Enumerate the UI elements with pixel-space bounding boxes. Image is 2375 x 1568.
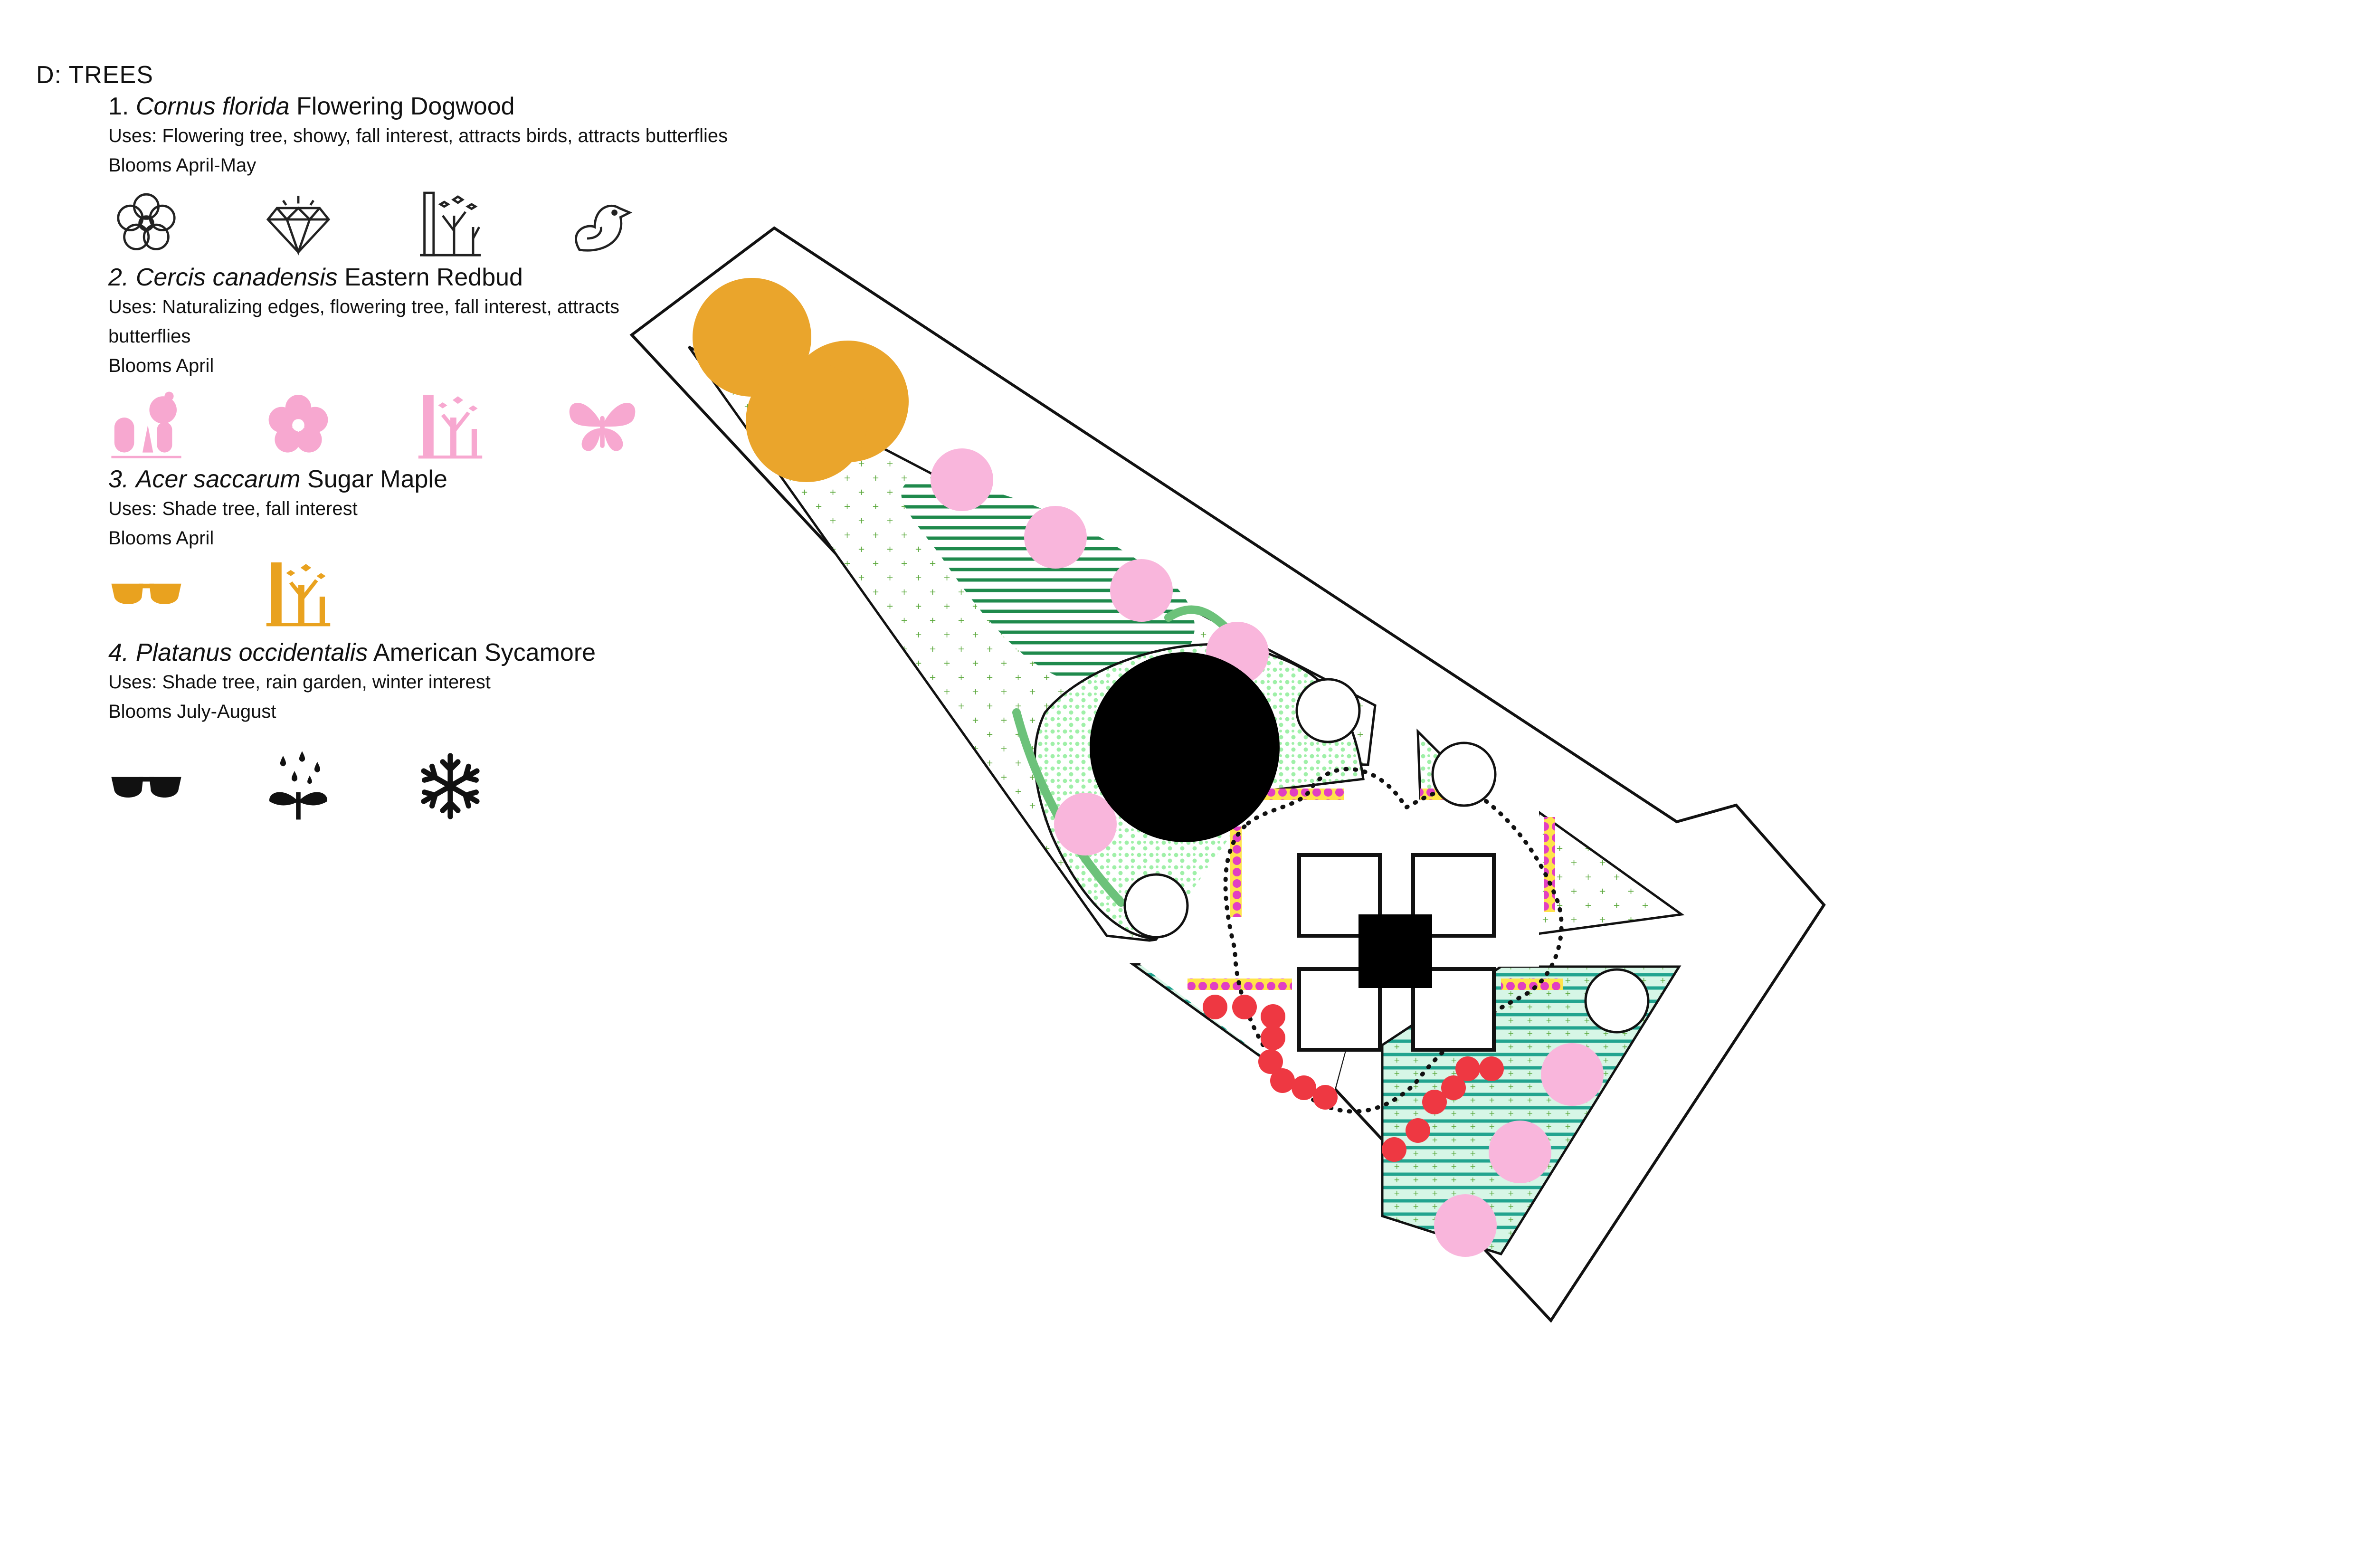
rain-garden-icon xyxy=(260,746,336,827)
species-common-name: Flowering Dogwood xyxy=(296,93,515,120)
species-common-name: Sugar Maple xyxy=(307,466,447,493)
redbud-canopy xyxy=(1054,793,1117,855)
tree-canopies xyxy=(693,278,1650,1257)
species-latin-name: Cercis canadensis xyxy=(135,264,338,291)
legend-title: D: TREES xyxy=(36,61,153,89)
fall-trees-icon xyxy=(412,183,488,264)
fall-trees-icon xyxy=(260,552,336,633)
species-latin-name: Platanus occidentalis xyxy=(135,639,368,666)
species-bloom: Blooms April xyxy=(108,355,214,376)
species-common-name: American Sycamore xyxy=(373,639,596,666)
redbud-canopy xyxy=(931,448,993,511)
edge-band-west xyxy=(1230,827,1242,917)
snowflake-icon xyxy=(412,746,488,827)
edge-band-north xyxy=(1264,789,1344,800)
species-number: 2. xyxy=(108,264,129,291)
red-shrub xyxy=(1382,1137,1406,1162)
species-latin-name: Acer saccarum xyxy=(135,466,301,493)
sunglasses-icon xyxy=(108,746,184,827)
red-shrub xyxy=(1441,1075,1466,1100)
species-uses: Uses: Naturalizing edges, flowering tree… xyxy=(108,296,620,347)
dogwood-canopy xyxy=(1431,741,1497,807)
red-shrub xyxy=(1422,1090,1447,1114)
bird-icon xyxy=(564,183,640,264)
species-name: 2. Cercis canadensis Eastern Redbud xyxy=(108,263,640,292)
species-bloom: Blooms July-August xyxy=(108,701,276,722)
dogwood-canopy xyxy=(1123,873,1189,939)
center-block xyxy=(1358,914,1432,988)
red-shrub xyxy=(1479,1056,1504,1081)
redbud-canopy xyxy=(1489,1121,1551,1183)
species-common-name: Eastern Redbud xyxy=(344,264,523,291)
species-cornus-florida: 1. Cornus florida Flowering Dogwood Uses… xyxy=(108,92,728,180)
species-uses: Uses: Shade tree, rain garden, winter in… xyxy=(108,672,491,693)
species-latin-name: Cornus florida xyxy=(135,93,290,120)
species-uses: Uses: Flowering tree, showy, fall intere… xyxy=(108,125,728,146)
dogwood-canopy xyxy=(1295,678,1361,743)
redbud-canopy xyxy=(1024,506,1087,569)
dogwood-canopy xyxy=(1584,968,1650,1034)
sunglasses-icon xyxy=(108,552,184,633)
red-shrub xyxy=(1203,995,1227,1019)
gem-icon xyxy=(260,183,336,264)
edge-band-se xyxy=(1501,979,1563,990)
redbud-canopy xyxy=(1541,1043,1604,1106)
red-shrub xyxy=(1455,1056,1480,1081)
red-shrub xyxy=(1261,1004,1285,1029)
butterfly-icon xyxy=(564,385,640,466)
species-number: 3. xyxy=(108,466,129,493)
dark-hatch-bed xyxy=(901,481,1195,685)
red-shrub xyxy=(1258,1049,1283,1074)
red-shrub xyxy=(1232,995,1257,1019)
red-shrub xyxy=(1270,1068,1295,1093)
sycamore-canopy xyxy=(1090,652,1280,842)
species-name: 4. Platanus occidentalis American Sycamo… xyxy=(108,638,596,667)
flower-icon xyxy=(108,183,184,264)
fall-trees-icon xyxy=(412,385,488,466)
species-platanus-occidentalis: 4. Platanus occidentalis American Sycamo… xyxy=(108,638,596,726)
species-number: 1. xyxy=(108,93,129,120)
edge-band-east xyxy=(1544,817,1555,912)
naturalizing-trees-icon xyxy=(108,385,184,466)
planter-box-sw xyxy=(1297,967,1382,1052)
species-bloom: Blooms April-May xyxy=(108,155,256,176)
sugar-maple-canopy xyxy=(746,361,867,482)
red-shrub xyxy=(1406,1118,1430,1143)
flower-icon xyxy=(260,385,336,466)
species-uses: Uses: Shade tree, fall interest xyxy=(108,498,358,519)
species-name: 3. Acer saccarum Sugar Maple xyxy=(108,465,447,494)
species-name: 1. Cornus florida Flowering Dogwood xyxy=(108,92,728,121)
species-acer-saccarum: 3. Acer saccarum Sugar Maple Uses: Shade… xyxy=(108,465,447,553)
red-shrub xyxy=(1261,1026,1285,1050)
species-number: 4. xyxy=(108,639,129,666)
tree-legend: D: TREES 1. Cornus florida Flowering Dog… xyxy=(0,0,855,820)
red-shrub xyxy=(1313,1085,1338,1110)
redbud-canopy xyxy=(1110,559,1173,622)
species-bloom: Blooms April xyxy=(108,528,214,549)
redbud-canopy xyxy=(1434,1194,1497,1257)
species-cercis-canadensis: 2. Cercis canadensis Eastern Redbud Uses… xyxy=(108,263,640,380)
red-shrub xyxy=(1292,1075,1316,1100)
